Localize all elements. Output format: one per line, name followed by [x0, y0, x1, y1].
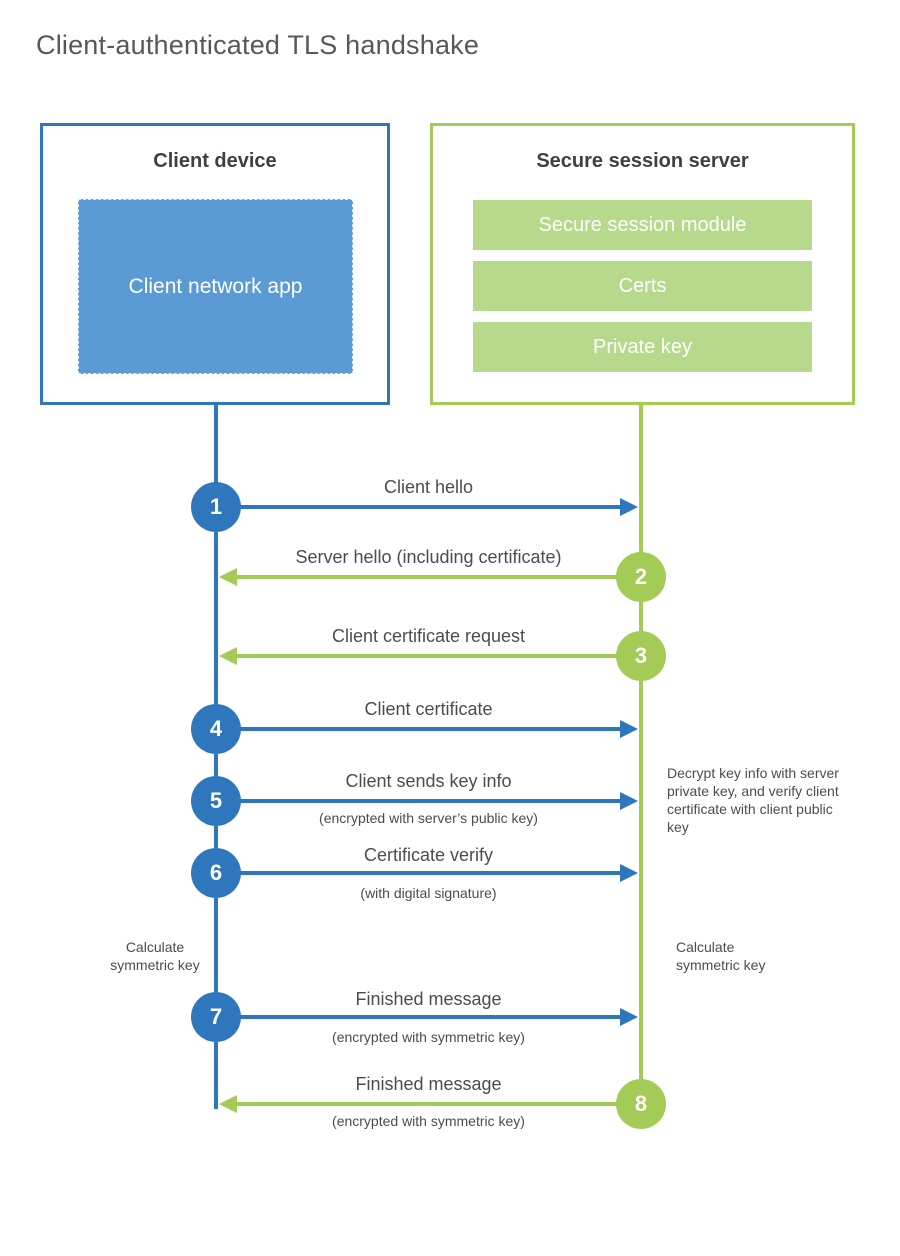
note-decrypt-key-info: Decrypt key info with server private key… — [667, 765, 839, 835]
arrowhead-left-icon — [219, 647, 237, 665]
message-arrow-left — [219, 1095, 641, 1113]
message-label: Client hello — [383, 477, 474, 497]
step-badge: 2 — [616, 552, 666, 602]
server-module-private-key: Private key — [473, 322, 812, 372]
arrowhead-right-icon — [620, 864, 638, 882]
message-label: Client certificate request — [331, 626, 526, 646]
message-label: Certificate verify — [363, 845, 494, 865]
message-label: Finished message — [355, 989, 502, 1009]
message-label: Client certificate — [364, 699, 493, 719]
arrowhead-left-icon — [219, 1095, 237, 1113]
client-network-app-box: Client network app — [78, 199, 353, 374]
message-label: Finished message — [355, 1074, 502, 1094]
secure-session-server-title: Secure session server — [536, 150, 749, 172]
server-lifeline — [639, 405, 643, 1104]
message-arrow-right — [216, 792, 638, 810]
step-badge: 1 — [191, 482, 241, 532]
note-calculate-symmetric-key-server: Calculate symmetric key — [676, 939, 766, 973]
step-badge: 3 — [616, 631, 666, 681]
arrowhead-left-icon — [219, 568, 237, 586]
message-arrow-right — [216, 720, 638, 738]
client-device-title: Client device — [153, 150, 277, 172]
step-badge: 5 — [191, 776, 241, 826]
message-arrow-left — [219, 647, 641, 665]
client-lifeline — [214, 405, 218, 1109]
arrowhead-right-icon — [620, 720, 638, 738]
arrowhead-right-icon — [620, 792, 638, 810]
step-badge: 8 — [616, 1079, 666, 1129]
message-arrow-left — [219, 568, 641, 586]
message-sublabel: (encrypted with symmetric key) — [332, 1113, 525, 1129]
step-badge: 6 — [191, 848, 241, 898]
arrowhead-right-icon — [620, 1008, 638, 1026]
message-arrow-right — [216, 864, 638, 882]
message-sublabel: (encrypted with symmetric key) — [332, 1029, 525, 1045]
client-device-box: Client device Client network app — [40, 123, 390, 405]
message-sublabel: (encrypted with server’s public key) — [319, 810, 538, 826]
page-title: Client-authenticated TLS handshake — [36, 30, 480, 60]
note-calculate-symmetric-key-client: Calculate symmetric key — [110, 939, 200, 973]
message-label: Server hello (including certificate) — [295, 547, 562, 567]
arrowhead-right-icon — [620, 498, 638, 516]
client-network-app-label: Client network app — [128, 274, 303, 298]
server-module-certs: Certs — [473, 261, 812, 311]
step-badge: 4 — [191, 704, 241, 754]
message-arrow-right — [216, 498, 638, 516]
server-module-secure-session: Secure session module — [473, 200, 812, 250]
message-label: Client sends key info — [345, 771, 512, 791]
message-sublabel: (with digital signature) — [360, 885, 497, 901]
secure-session-server-box: Secure session server Secure session mod… — [430, 123, 855, 405]
message-arrow-right — [216, 1008, 638, 1026]
step-badge: 7 — [191, 992, 241, 1042]
